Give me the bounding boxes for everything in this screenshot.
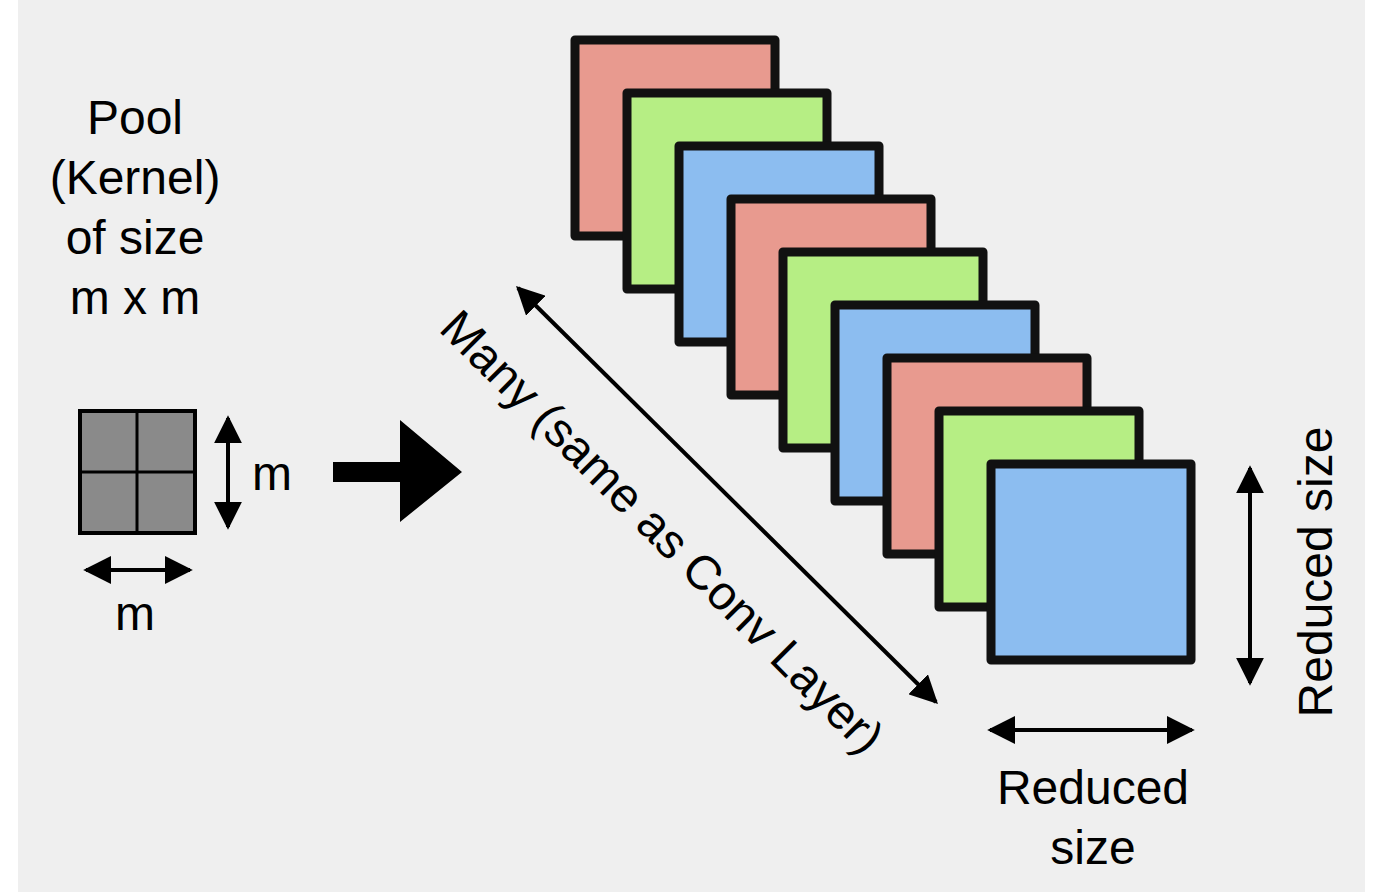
dimension-arrow — [990, 728, 1192, 732]
dimension-label: m — [252, 444, 292, 504]
dimension-label: Reduced size — [973, 758, 1213, 878]
dimension-arrow — [1248, 468, 1252, 683]
kernel-caption: Pool (Kernel) of size m x m — [43, 88, 228, 328]
dimension-arrow — [86, 568, 190, 572]
dimension-label: Reduced size — [1286, 427, 1346, 718]
feature-map — [991, 464, 1191, 660]
dimension-arrow — [226, 418, 230, 527]
big-arrow — [333, 420, 462, 522]
pool-kernel — [80, 411, 195, 533]
dimension-label: m — [115, 584, 155, 644]
